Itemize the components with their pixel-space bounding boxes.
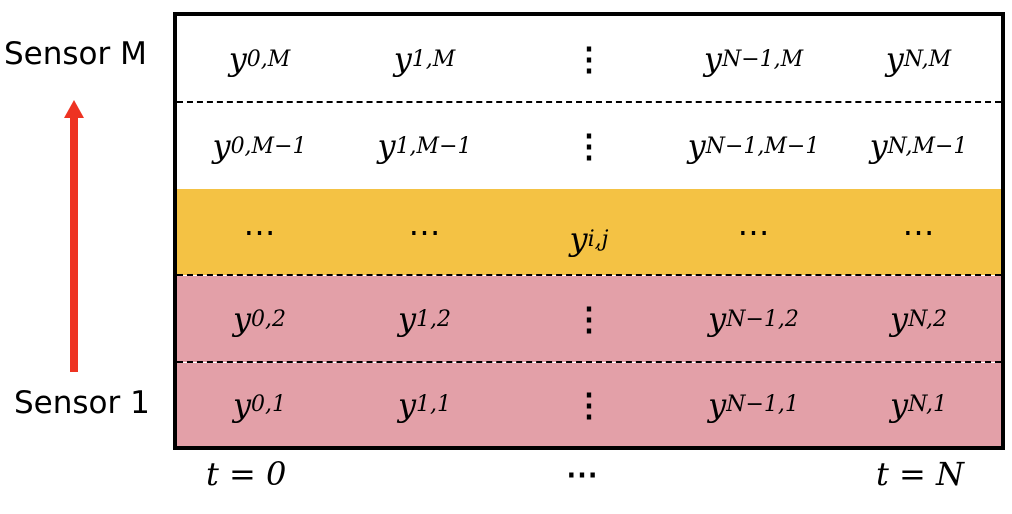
sensor-m-label: Sensor M	[4, 36, 147, 72]
horizontal-ellipsis: ⋯	[737, 213, 770, 251]
arrow-shaft	[70, 116, 78, 372]
vertical-ellipsis: ⋮	[573, 40, 605, 78]
arrow-head	[64, 100, 84, 118]
vertical-ellipsis: ⋮	[573, 300, 605, 338]
dashed-separator	[177, 101, 1001, 103]
vertical-ellipsis: ⋮	[573, 127, 605, 165]
dashed-separator	[177, 361, 1001, 363]
horizontal-ellipsis: ⋯	[902, 213, 935, 251]
dashed-separator	[177, 274, 1001, 276]
time-ellipsis: ⋯	[566, 455, 598, 493]
horizontal-ellipsis: ⋯	[243, 213, 276, 251]
sensor-direction-arrow-icon	[64, 100, 84, 372]
vertical-ellipsis: ⋮	[573, 385, 605, 424]
sensor-1-label: Sensor 1	[14, 385, 150, 421]
time-end-label: t = N	[876, 455, 965, 493]
horizontal-ellipsis: ⋯	[408, 213, 441, 251]
time-start-label: t = 0	[206, 455, 287, 493]
